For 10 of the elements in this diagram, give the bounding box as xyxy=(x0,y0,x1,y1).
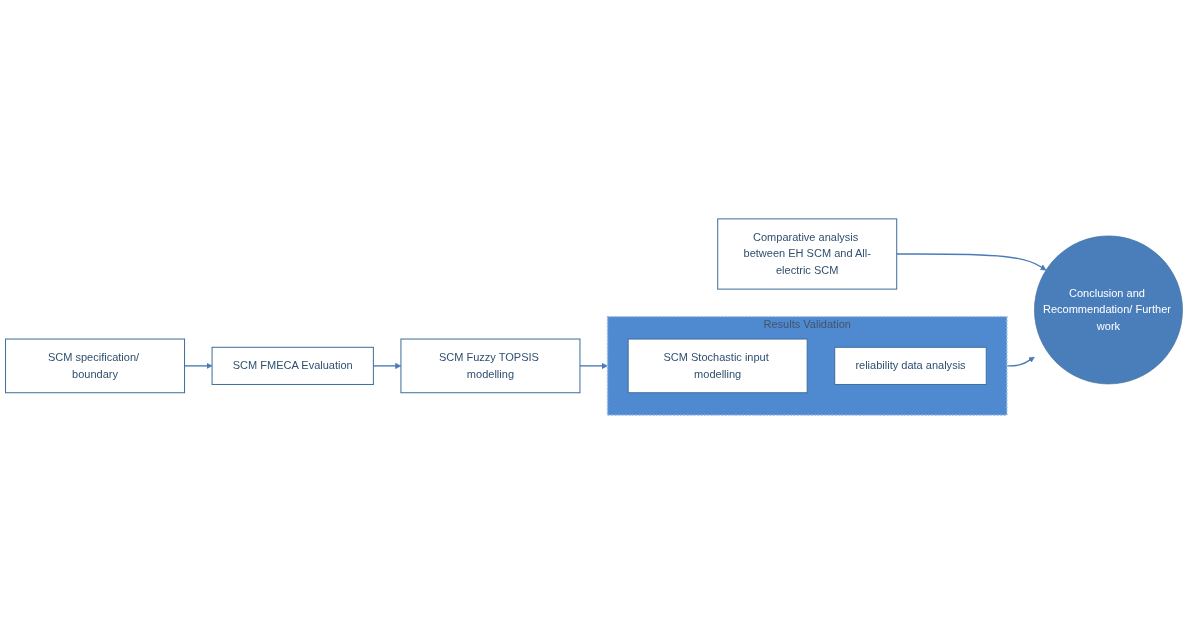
node-box: Comparative analysis between EH SCM and All-electric SCM xyxy=(717,218,898,290)
arrow xyxy=(896,253,1047,271)
node-box: SCM Fuzzy TOPSIS modelling xyxy=(400,338,581,394)
arrow xyxy=(1006,356,1035,367)
arrow xyxy=(579,362,608,369)
node-box: SCM FMECA Evaluation xyxy=(211,346,374,385)
node-box: SCM Stochastic input modelling xyxy=(627,338,808,394)
node-box: SCM specification/ boundary xyxy=(5,338,186,394)
node-circle: Conclusion and Recommendation/ Further work xyxy=(1034,235,1183,385)
node-box: reliability data analysis xyxy=(834,346,987,385)
